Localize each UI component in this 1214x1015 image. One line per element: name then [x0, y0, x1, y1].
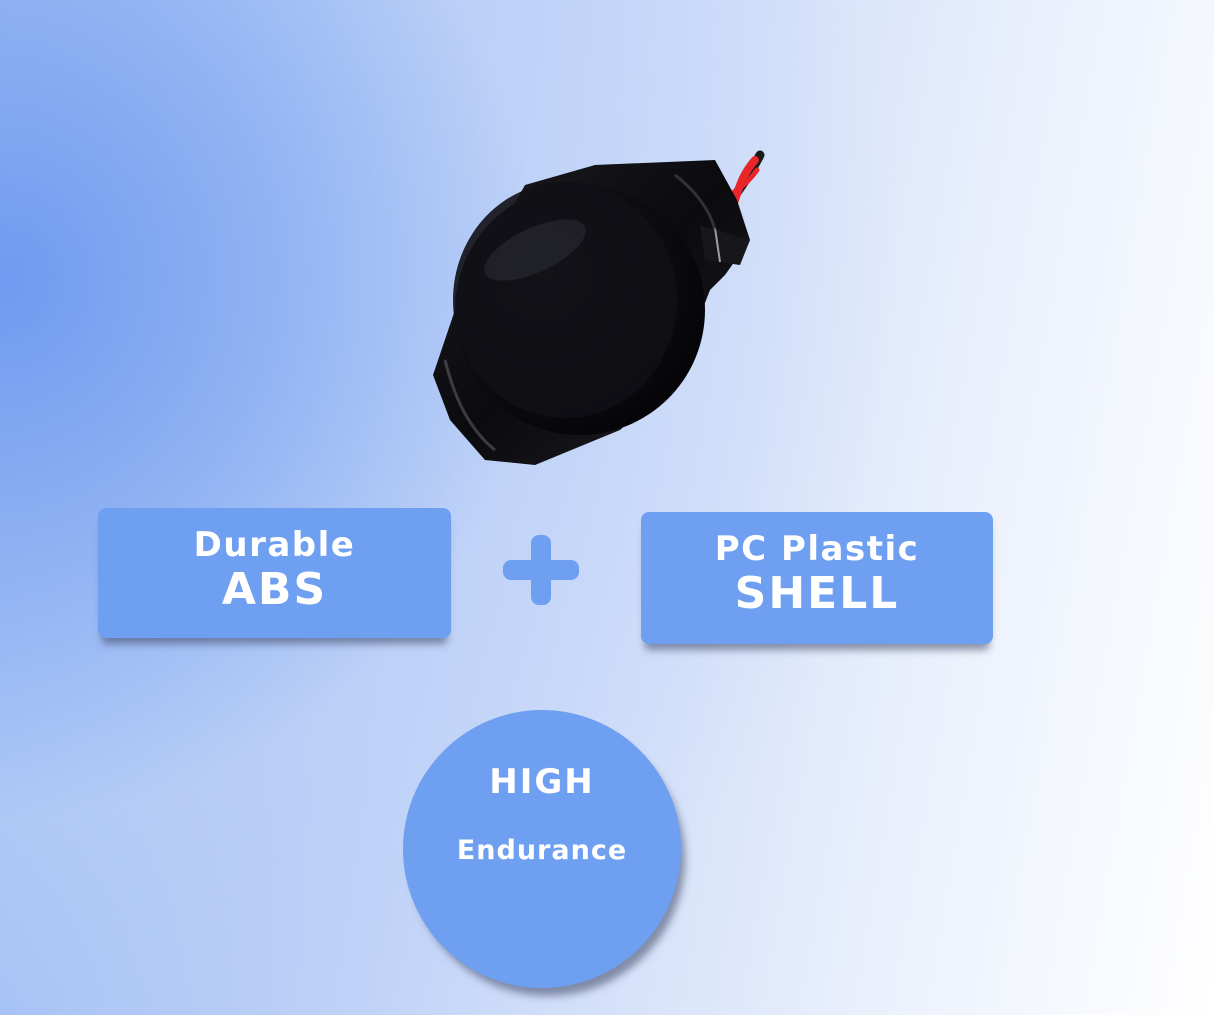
feature-box-durable-abs: Durable ABS — [98, 508, 451, 638]
feature-box-line1: Durable — [193, 525, 356, 565]
plus-vertical-bar — [531, 535, 551, 605]
feature-box-pc-plastic-shell: PC Plastic SHELL — [641, 512, 993, 644]
feature-box-line2: ABS — [221, 564, 328, 615]
plus-icon — [503, 535, 579, 605]
feature-box-line1: PC Plastic — [714, 529, 920, 569]
badge-line1: HIGH — [489, 762, 595, 802]
badge-line2: Endurance — [456, 835, 628, 866]
high-endurance-badge: HIGH Endurance — [403, 710, 681, 988]
coin-cell-battery-with-wires-icon — [433, 150, 765, 465]
feature-box-line2: SHELL — [734, 568, 900, 619]
